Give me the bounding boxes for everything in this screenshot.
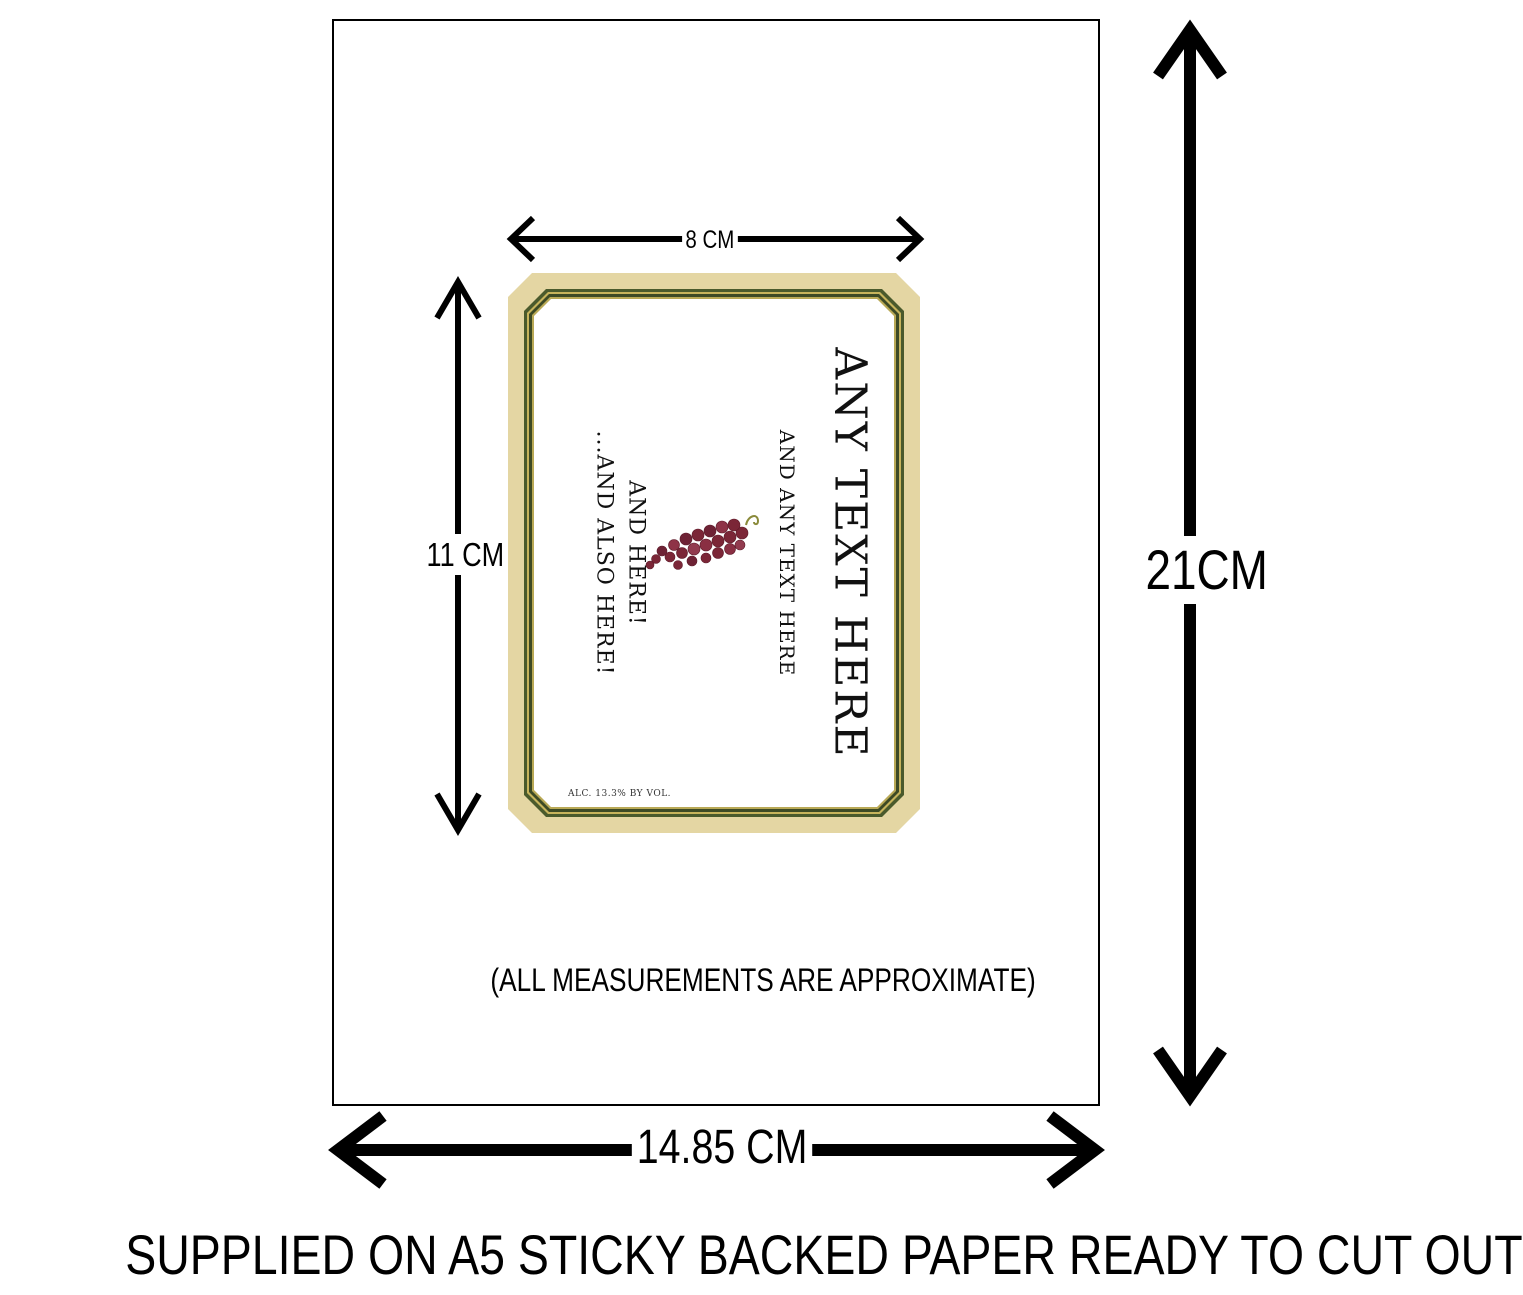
- sheet-height-dimension: 21CM: [1143, 536, 1270, 604]
- label-height-dimension: 11 CM: [424, 534, 506, 575]
- label-abv: ALC. 13.3% BY VOL.: [568, 789, 672, 799]
- grape-bunch-icon: [634, 503, 764, 598]
- wine-label: ANY TEXT HERE AND ANY TEXT HERE AND HERE…: [508, 273, 920, 833]
- sheet-width-dimension: 14.85 CM: [631, 1124, 813, 1172]
- label-width-dimension: 8 CM: [682, 228, 738, 253]
- label-line-two: ...AND ALSO HERE!: [591, 430, 617, 676]
- label-line-one: AND HERE!: [623, 480, 649, 626]
- supply-caption: SUPPLIED ON A5 STICKY BACKED PAPER READY…: [125, 1223, 1523, 1286]
- measurement-note: (ALL MEASUREMENTS ARE APPROXIMATE): [490, 962, 1036, 998]
- label-subtitle: AND ANY TEXT HERE: [775, 429, 799, 677]
- label-title: ANY TEXT HERE: [824, 347, 876, 759]
